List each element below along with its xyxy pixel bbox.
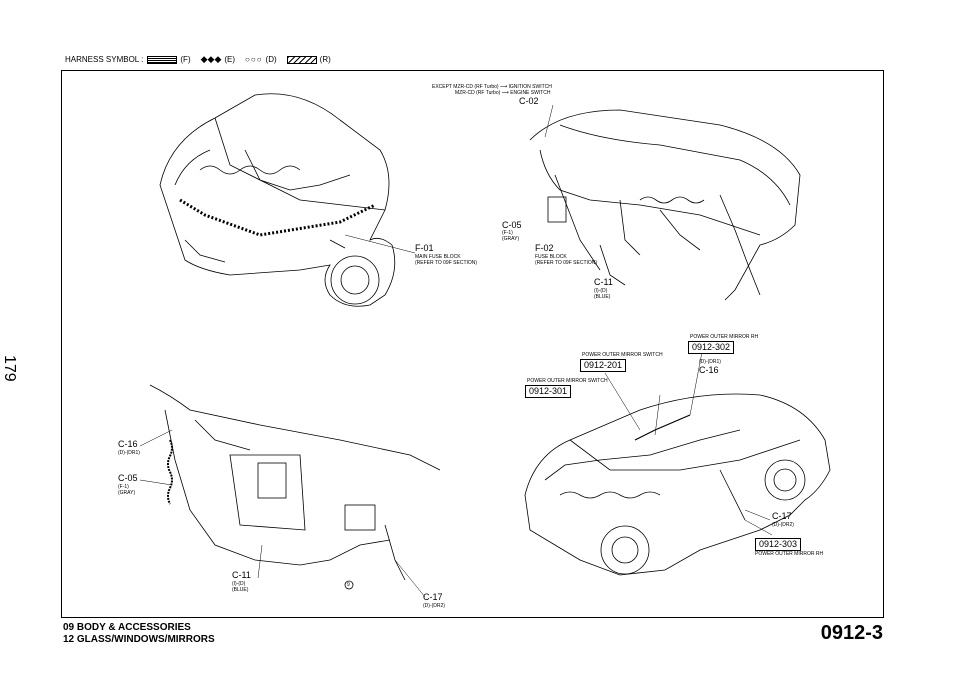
c17-left-code: C-17 <box>423 592 443 602</box>
legend-e-label: (E) <box>224 55 236 64</box>
footer-section-2: 12 GLASS/WINDOWS/MIRRORS <box>63 634 215 645</box>
c11-top-code: C-11 <box>594 277 613 287</box>
c11-left-desc-1: (I)-(D) <box>232 581 246 587</box>
ref-0912-301[interactable]: 0912-301 <box>525 385 572 398</box>
f02-desc-2: (REFER TO 09F SECTION) <box>535 260 598 266</box>
f01-desc-2: (REFER TO 09F SECTION) <box>415 260 478 266</box>
c05-left-code: C-05 <box>118 473 138 483</box>
mirror-rh-title: POWER OUTER MIRROR RH <box>690 334 759 340</box>
c11-left-desc-2: (BLUE) <box>232 587 249 593</box>
harness-e-symbol: ◆◆◆ <box>200 54 222 64</box>
c11-left-code: C-11 <box>232 570 251 580</box>
legend-r-label: (R) <box>319 55 331 64</box>
c05-top-desc-2: (GRAY) <box>502 236 520 242</box>
ref-0912-302[interactable]: 0912-302 <box>688 341 735 354</box>
ref-0912-201[interactable]: 0912-201 <box>580 359 627 372</box>
car-interior-drawing <box>524 351 831 576</box>
mirror-switch-title-1: POWER OUTER MIRROR SWITCH <box>582 352 663 358</box>
f01-desc-1: MAIN FUSE BLOCK <box>415 254 461 260</box>
c05-left-desc-2: (GRAY) <box>118 490 136 496</box>
engine-bay-drawing <box>159 93 416 307</box>
c17-left-desc: (D)-(DR2) <box>423 603 445 609</box>
harness-symbol-legend: HARNESS SYMBOL : (F) ◆◆◆ (E) ○○○ (D) (R) <box>65 54 337 65</box>
ignition-note-1: EXCEPT MZR-CD (RF Turbo) ⟶ IGNITION SWIT… <box>432 84 552 90</box>
harness-d-symbol: ○○○ <box>245 55 263 64</box>
harness-r-symbol <box>286 55 317 64</box>
ignition-note-2: MZR-CD (RF Turbo) ⟶ ENGINE SWITCH <box>455 90 551 96</box>
f02-code: F-02 <box>535 243 554 253</box>
c05-top-desc-1: (F-1) <box>502 230 513 236</box>
legend-f-label: (F) <box>180 55 191 64</box>
c16-right-code: C-16 <box>699 365 719 375</box>
dashboard-top-drawing <box>529 104 801 301</box>
f01-code: F-01 <box>415 243 434 253</box>
c05-top-code: C-05 <box>502 220 522 230</box>
mirror-switch-title-2: POWER OUTER MIRROR SWITCH <box>527 378 608 384</box>
c16-left-code: C-16 <box>118 439 138 449</box>
c17-right-code: C-17 <box>772 511 792 521</box>
legend-d-label: (D) <box>265 55 277 64</box>
c02-code: C-02 <box>519 96 539 106</box>
harness-f-symbol <box>147 55 178 64</box>
page-id: 0912-3 <box>820 622 883 644</box>
c11-top-desc-2: (BLUE) <box>594 294 611 300</box>
c17-right-desc: (D)-(DR2) <box>772 522 794 528</box>
ref-0912-303[interactable]: 0912-303 <box>755 538 802 551</box>
diagram-frame <box>61 70 884 618</box>
c05-left-desc-1: (F-1) <box>118 484 129 490</box>
c11-top-desc-1: (I)-(D) <box>594 288 608 294</box>
circle-number-label: 9 <box>347 582 350 588</box>
footer-section-1: 09 BODY & ACCESSORIES <box>63 622 191 633</box>
c16-left-desc: (D)-(DR1) <box>118 450 140 456</box>
mirror-rh-bottom: POWER OUTER MIRROR RH <box>755 551 824 557</box>
legend-title: HARNESS SYMBOL : <box>65 55 144 64</box>
dashboard-bottom-drawing <box>149 384 441 590</box>
c16-right-desc: (D)-(DR1) <box>699 359 721 365</box>
f02-desc-1: FUSE BLOCK <box>535 254 567 260</box>
